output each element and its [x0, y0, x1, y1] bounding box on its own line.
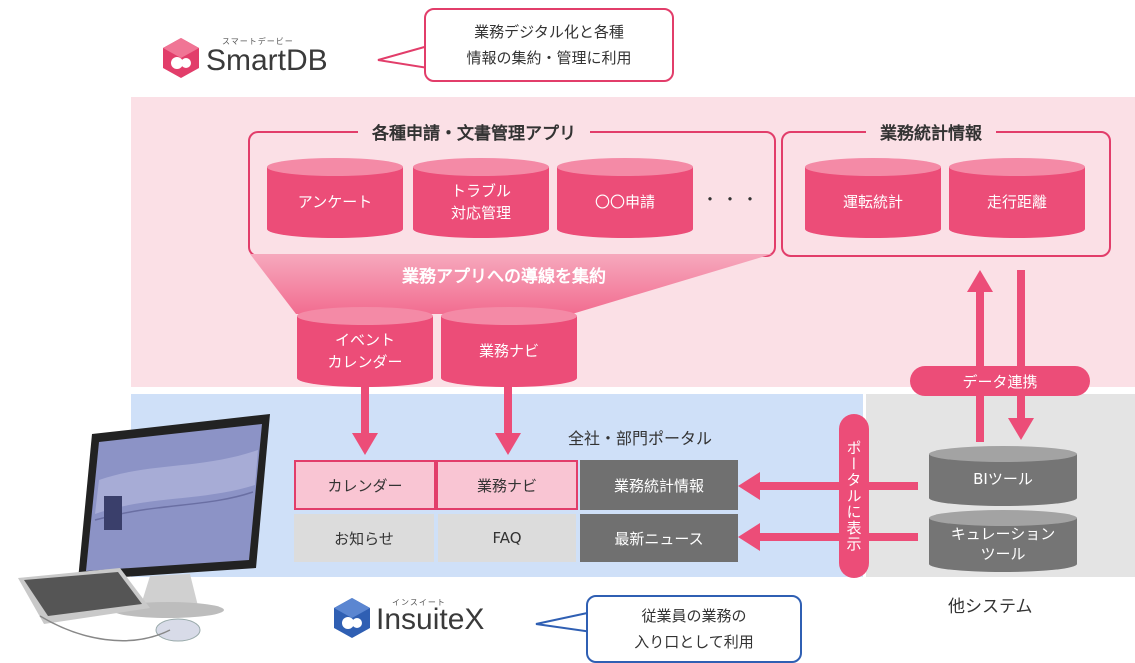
arrow-navi-down: [495, 387, 521, 455]
insuitex-bubble-line-2: 入り口として利用: [634, 633, 754, 651]
app-survey: アンケート: [266, 157, 404, 239]
insuitex-logo-ruby: インスイート: [392, 598, 446, 607]
event-calendar-app: イベント カレンダー: [296, 306, 434, 388]
data-link-label: データ連携: [910, 366, 1090, 396]
portal-cell-calendar[interactable]: カレンダー: [294, 460, 436, 510]
portal-cell-latest-news[interactable]: 最新ニュース: [580, 514, 738, 562]
smartdb-logo-icon: [163, 38, 199, 78]
stats-group-title: 業務統計情報: [866, 119, 996, 144]
computer-illustration: [18, 414, 270, 642]
smartdb-logo: スマートデービー SmartDB: [160, 36, 350, 80]
app-trouble-management: トラブル 対応管理: [412, 157, 550, 239]
arrow-data-up: [967, 270, 993, 442]
funnel-label: 業務アプリへの導線を集約: [402, 267, 606, 287]
portal-cell-faq[interactable]: FAQ: [438, 514, 576, 562]
insuitex-logo: インスイート InsuiteX: [332, 597, 532, 641]
insuitex-logo-icon: [334, 598, 370, 638]
insuitex-logo-text: InsuiteX: [376, 603, 485, 636]
apps-group-title: 各種申請・文書管理アプリ: [358, 119, 590, 144]
other-systems-label: 他システム: [948, 597, 1033, 617]
portal-display-label: ポータルに表示: [839, 414, 869, 578]
app-application: 〇〇申請: [556, 157, 694, 239]
arrow-curation-to-portal: [738, 523, 918, 551]
arrow-calendar-down: [352, 387, 378, 455]
stats-distance: 走行距離: [948, 157, 1086, 239]
portal-cell-notices[interactable]: お知らせ: [294, 514, 434, 562]
portal-title: 全社・部門ポータル: [568, 429, 713, 448]
curation-tool: キュレーション ツール: [928, 510, 1078, 572]
insuitex-bubble-tail: [535, 610, 593, 634]
smartdb-logo-ruby: スマートデービー: [222, 37, 294, 46]
arrow-data-down: [1008, 270, 1034, 440]
portal-cell-business-navi[interactable]: 業務ナビ: [436, 460, 578, 510]
smartdb-bubble-line-1: 業務デジタル化と各種: [474, 23, 624, 41]
smartdb-bubble-line-2: 情報の集約・管理に利用: [466, 49, 632, 67]
insuitex-bubble: 従業員の業務の 入り口として利用: [586, 595, 802, 663]
arrow-bi-to-portal: [738, 472, 918, 500]
smartdb-bubble: 業務デジタル化と各種 情報の集約・管理に利用: [424, 8, 674, 82]
smartdb-logo-text: SmartDB: [206, 44, 328, 77]
business-navi-app: 業務ナビ: [440, 306, 578, 388]
apps-ellipsis: ・・・: [702, 190, 763, 209]
bi-tool: BIツール: [928, 446, 1078, 506]
funnel-shape: [250, 254, 772, 314]
insuitex-bubble-line-1: 従業員の業務の: [641, 607, 747, 625]
stats-driving: 運転統計: [804, 157, 942, 239]
portal-cell-business-stats[interactable]: 業務統計情報: [580, 460, 738, 510]
